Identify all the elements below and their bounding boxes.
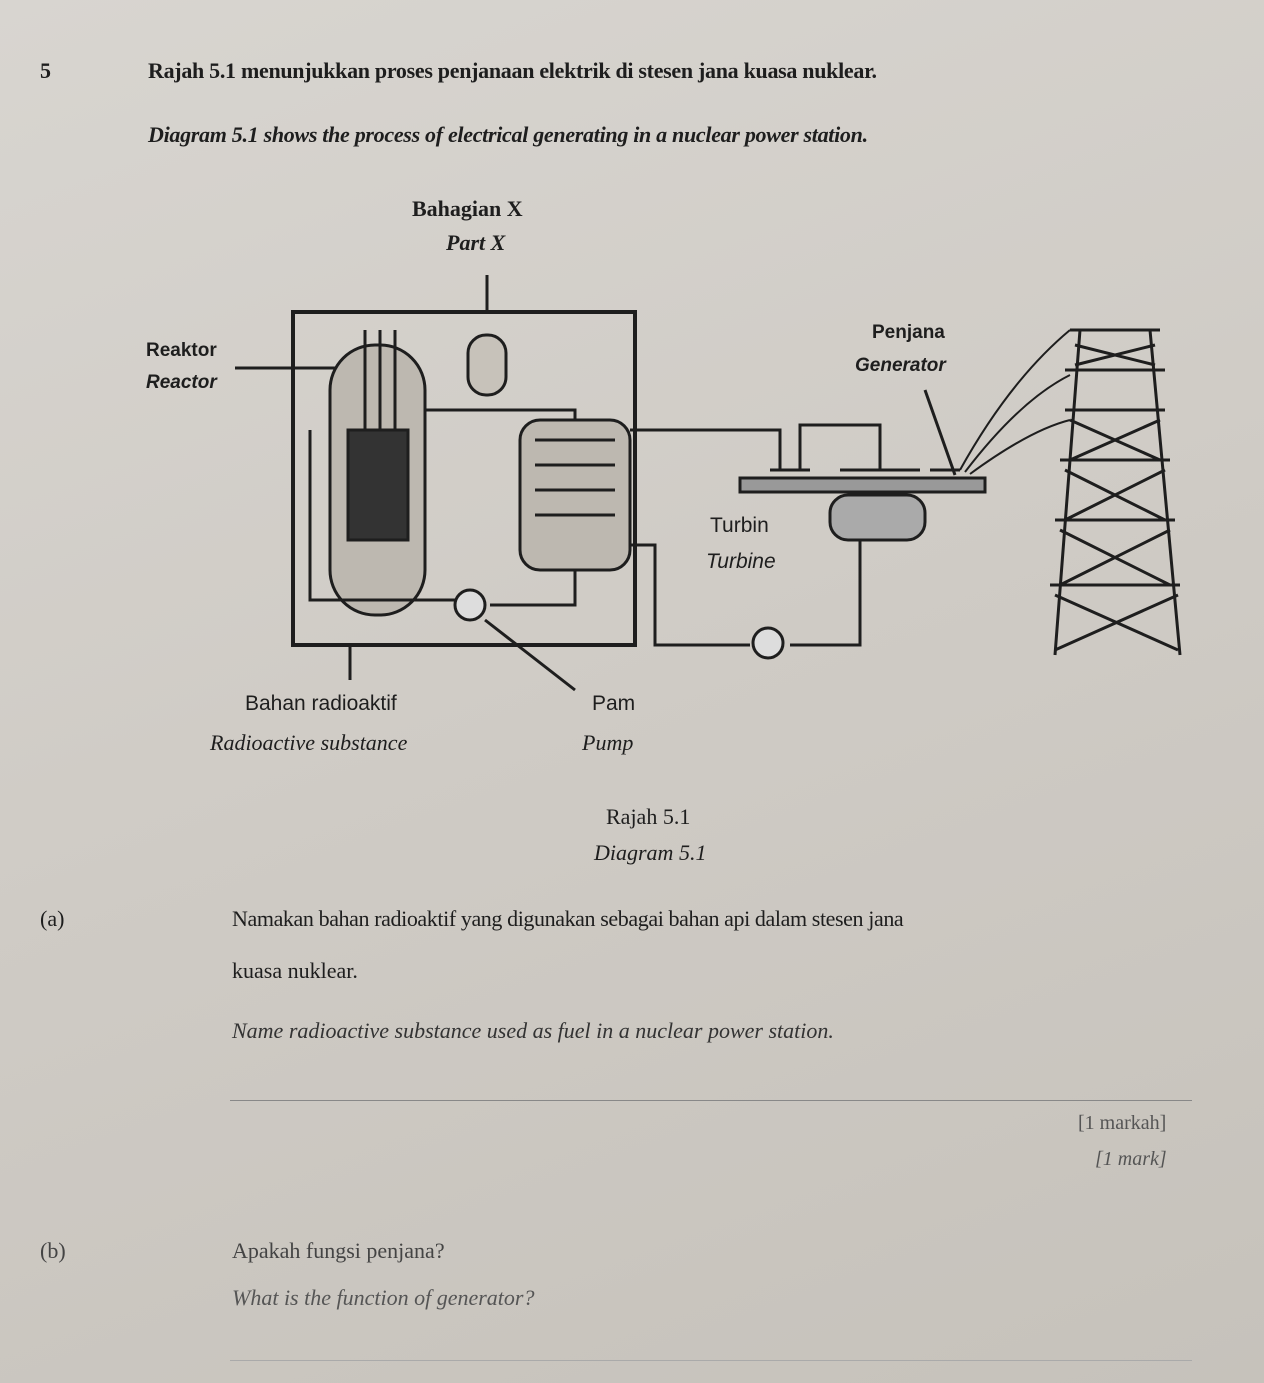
- radioactive-label-en: Radioactive substance: [210, 730, 408, 755]
- turbine-bed: [738, 476, 987, 494]
- part-x-label-en: Part X: [446, 230, 506, 255]
- generator-label-ms: Penjana: [872, 322, 945, 343]
- radioactive-label-ms: Bahan radioaktif: [245, 692, 397, 715]
- part-a-marks-en: [1 mark]: [1095, 1148, 1167, 1170]
- pump-label-ms: Pam: [592, 692, 636, 715]
- part-b-text-en: What is the function of generator?: [232, 1285, 535, 1310]
- turbine-label-ms: Turbin: [710, 514, 769, 537]
- generator-body: [828, 493, 927, 542]
- secondary-pump-icon: [751, 626, 785, 660]
- steam-generator: [518, 418, 632, 572]
- reactor-label-en: Reactor: [146, 372, 217, 393]
- part-a-text-en: Name radioactive substance used as fuel …: [232, 1018, 834, 1043]
- part-a-marks-ms: [1 markah]: [1078, 1112, 1167, 1134]
- caption-en: Diagram 5.1: [594, 840, 707, 865]
- part-b-answer-line[interactable]: [230, 1360, 1192, 1361]
- pump-label-en: Pump: [582, 730, 634, 755]
- intro-english: Diagram 5.1 shows the process of electri…: [148, 122, 868, 147]
- part-a-text-ms-2: kuasa nuklear.: [232, 958, 358, 983]
- fuel-rods: [346, 428, 410, 542]
- turbine-label-en: Turbine: [706, 550, 776, 573]
- caption-ms: Rajah 5.1: [606, 804, 691, 829]
- part-a-text-ms-1: Namakan bahan radioaktif yang digunakan …: [232, 906, 904, 931]
- reactor-label-ms: Reaktor: [146, 340, 217, 361]
- primary-pump-icon: [453, 588, 487, 622]
- question-number: 5: [40, 58, 51, 83]
- generator-pointer: [923, 389, 957, 476]
- intro-malay: Rajah 5.1 menunjukkan proses penjanaan e…: [148, 58, 877, 83]
- part-a-label: (a): [40, 906, 65, 931]
- generator-label-en: Generator: [855, 355, 946, 376]
- power-cables: [959, 329, 1071, 475]
- part-x-box: [291, 310, 637, 647]
- part-x-label-ms: Bahagian X: [412, 196, 523, 221]
- part-a-answer-line[interactable]: [230, 1100, 1192, 1101]
- part-b-text-ms: Apakah fungsi penjana?: [232, 1238, 445, 1263]
- pump-pointer: [484, 618, 576, 692]
- transmission-tower: [1050, 328, 1182, 656]
- part-b-label: (b): [40, 1238, 66, 1263]
- pressuriser: [466, 333, 508, 397]
